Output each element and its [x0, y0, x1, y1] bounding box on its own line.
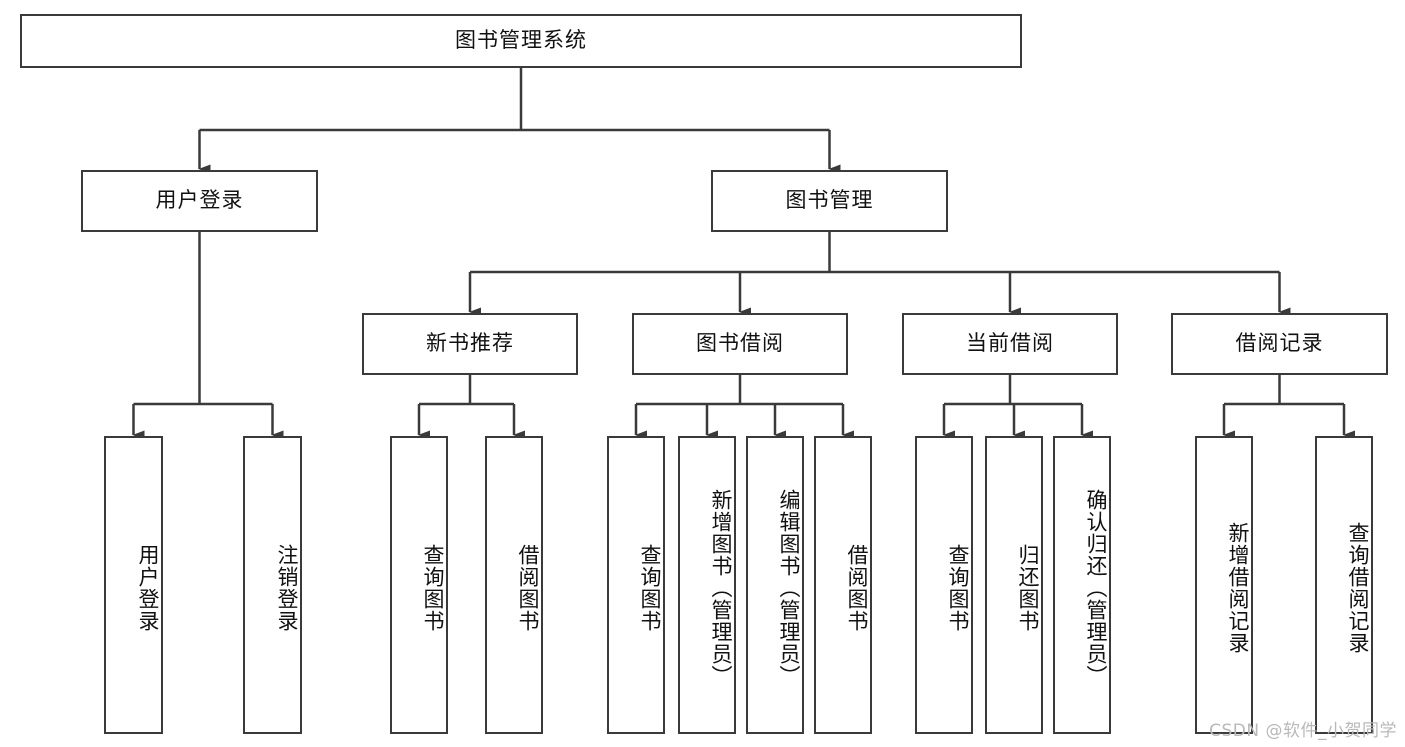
node-leaf-rec-search[interactable]: 查询借阅记录: [1315, 436, 1373, 734]
node-label: 新增图书（管理员）: [709, 489, 733, 687]
node-leaf-cur-return[interactable]: 归还图书: [985, 436, 1043, 734]
node-leaf-nb-borrow[interactable]: 借阅图书: [485, 436, 543, 734]
node-leaf-nb-search[interactable]: 查询图书: [390, 436, 448, 734]
node-label: 借阅记录: [1235, 331, 1324, 356]
node-label: 归还图书: [1016, 544, 1040, 632]
node-leaf-bw-borrow[interactable]: 借阅图书: [814, 436, 872, 734]
csdn-watermark: CSDN @软件_小贺同学: [1209, 721, 1397, 741]
node-leaf-cur-search[interactable]: 查询图书: [915, 436, 973, 734]
node-root[interactable]: 图书管理系统: [20, 14, 1022, 68]
node-label: 用户登录: [136, 544, 160, 632]
node-borrow[interactable]: 图书借阅: [632, 313, 848, 375]
node-label: 注销登录: [275, 544, 299, 632]
node-label: 图书管理系统: [455, 28, 587, 53]
node-label: 新书推荐: [426, 331, 514, 356]
node-label: 借阅图书: [516, 544, 540, 632]
node-bookmgmt[interactable]: 图书管理: [711, 170, 948, 232]
node-label: 图书借阅: [696, 331, 784, 356]
node-leaf-rec-add[interactable]: 新增借阅记录: [1195, 436, 1253, 734]
node-label: 新增借阅记录: [1226, 522, 1250, 654]
node-label: 图书管理: [785, 188, 874, 213]
node-label: 查询图书: [946, 544, 970, 632]
node-label: 编辑图书（管理员）: [777, 489, 801, 687]
node-leaf-bw-search[interactable]: 查询图书: [607, 436, 665, 734]
node-label: 确认归还（管理员）: [1084, 489, 1108, 687]
node-label: 查询借阅记录: [1346, 522, 1370, 654]
node-login[interactable]: 用户登录: [81, 170, 318, 232]
node-label: 查询图书: [421, 544, 445, 632]
node-label: 查询图书: [638, 544, 662, 632]
node-leaf-user-login[interactable]: 用户登录: [104, 436, 163, 734]
node-label: 借阅图书: [845, 544, 869, 632]
node-current[interactable]: 当前借阅: [902, 313, 1118, 375]
node-leaf-cur-confirm[interactable]: 确认归还（管理员）: [1053, 436, 1111, 734]
node-newbook[interactable]: 新书推荐: [362, 313, 578, 375]
node-label: 当前借阅: [966, 331, 1054, 356]
node-leaf-bw-add[interactable]: 新增图书（管理员）: [678, 436, 736, 734]
node-records[interactable]: 借阅记录: [1171, 313, 1388, 375]
node-leaf-user-logout[interactable]: 注销登录: [243, 436, 302, 734]
node-label: 用户登录: [155, 188, 244, 213]
node-leaf-bw-edit[interactable]: 编辑图书（管理员）: [746, 436, 804, 734]
